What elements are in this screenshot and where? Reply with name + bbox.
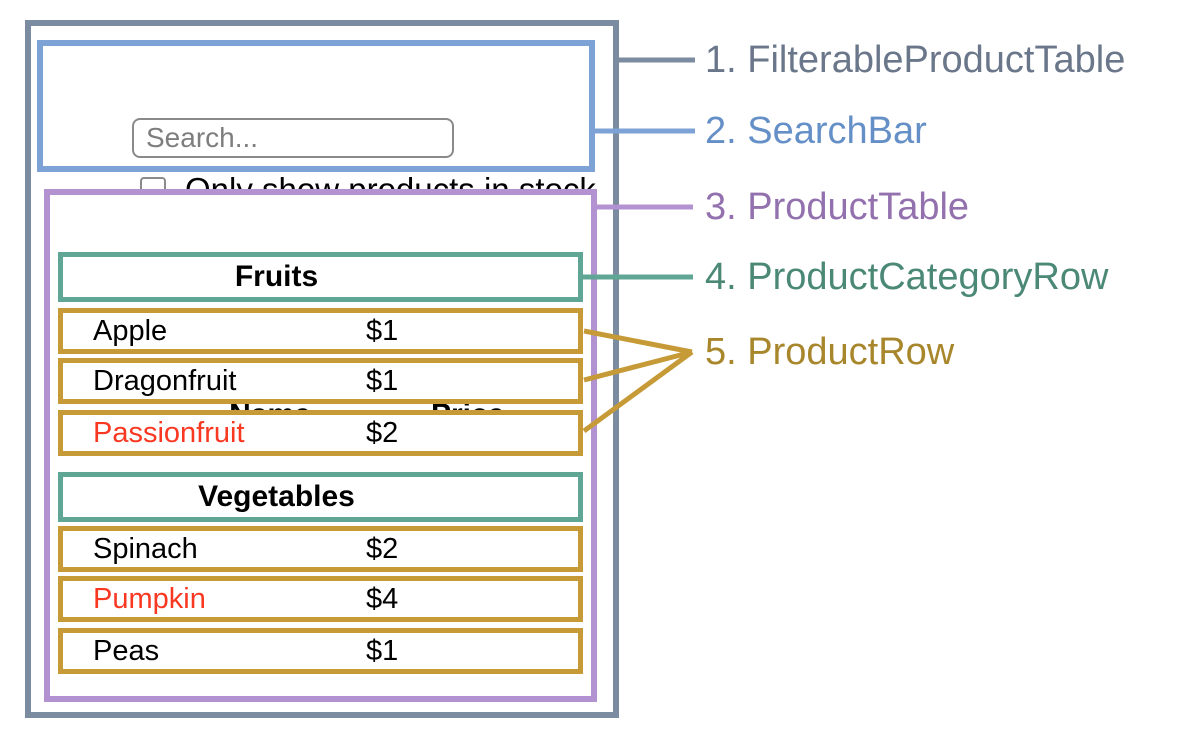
product-name: Spinach (93, 532, 198, 565)
product-name: Peas (93, 634, 160, 667)
search-input[interactable] (132, 118, 454, 158)
product-category-row: Vegetables (58, 472, 583, 522)
product-price: $1 (366, 364, 399, 397)
search-bar-box: Only show products in stock (37, 40, 596, 207)
product-price: $4 (366, 582, 399, 615)
legend-label-search-bar: 2. SearchBar (705, 110, 927, 152)
product-row: Pumpkin $4 (58, 576, 583, 622)
product-row: Dragonfruit $1 (58, 358, 583, 404)
product-name: Dragonfruit (93, 364, 237, 397)
product-name: Pumpkin (93, 582, 206, 615)
product-name: Passionfruit (93, 416, 245, 449)
product-category-row: Fruits (58, 252, 583, 302)
product-price: $1 (366, 634, 399, 667)
legend-label-product-row: 5. ProductRow (705, 331, 955, 373)
legend-label-product-table: 3. ProductTable (705, 186, 970, 228)
product-price: $2 (366, 416, 399, 449)
legend-label-product-category-row: 4. ProductCategoryRow (705, 256, 1109, 298)
product-price: $1 (366, 314, 399, 347)
product-row: Apple $1 (58, 308, 583, 354)
product-row: Peas $1 (58, 628, 583, 674)
product-name: Apple (93, 314, 168, 347)
product-price: $2 (366, 532, 399, 565)
product-row: Spinach $2 (58, 526, 583, 572)
legend-label-filterable-product-table: 1. FilterableProductTable (705, 39, 1126, 81)
product-row: Passionfruit $2 (58, 410, 583, 456)
